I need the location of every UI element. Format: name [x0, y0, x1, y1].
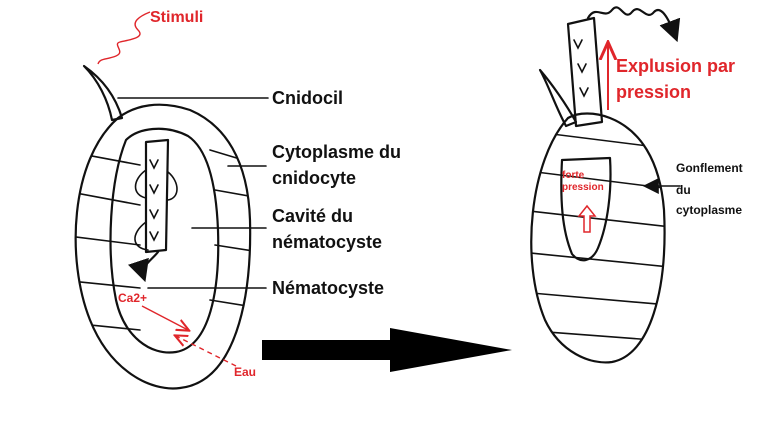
discharged-cnidocyte: [530, 6, 681, 364]
calcium-label: Ca2+: [118, 291, 147, 305]
water-label: Eau: [234, 365, 256, 379]
nematocyst-capsule: [109, 127, 220, 354]
cnidocil-hair: [82, 64, 124, 122]
cell-outer-wall: [74, 103, 252, 390]
ejected-tubule: [566, 16, 604, 128]
resting-cnidocyte: [74, 11, 252, 390]
pressure-label-line2: pression: [562, 182, 604, 193]
pressure-up-arrow: [577, 204, 597, 233]
explosion-label-line1: Explusion par: [616, 56, 735, 76]
compressed-capsule: [560, 156, 612, 262]
cavity-label-line2: nématocyste: [272, 232, 382, 252]
cytoplasm-label-line1: Cytoplasme du: [272, 142, 401, 162]
transition-arrow: [262, 328, 512, 372]
swollen-cell-wall: [530, 112, 666, 364]
swelling-label-line2: du: [676, 183, 691, 197]
water-arrow: [176, 336, 237, 367]
cnidocil-label: Cnidocil: [272, 88, 343, 108]
calcium-arrow: [141, 305, 188, 330]
coiled-tubule: [144, 138, 170, 254]
nematocyst-label: Nématocyste: [272, 278, 384, 298]
pressure-label-line1: forte: [562, 170, 585, 181]
cytoplasm-stripes: [75, 149, 251, 331]
ejected-thread: [586, 6, 681, 43]
stimuli-wave: [97, 11, 151, 65]
cavity-label-line1: Cavité du: [272, 206, 353, 226]
swelling-label-line1: Gonflement: [676, 161, 743, 175]
cytoplasm-label-line2: cnidocyte: [272, 168, 356, 188]
stimuli-label: Stimuli: [150, 9, 203, 26]
explosion-label-line2: pression: [616, 82, 691, 102]
swelling-label-line3: cytoplasme: [676, 203, 742, 217]
